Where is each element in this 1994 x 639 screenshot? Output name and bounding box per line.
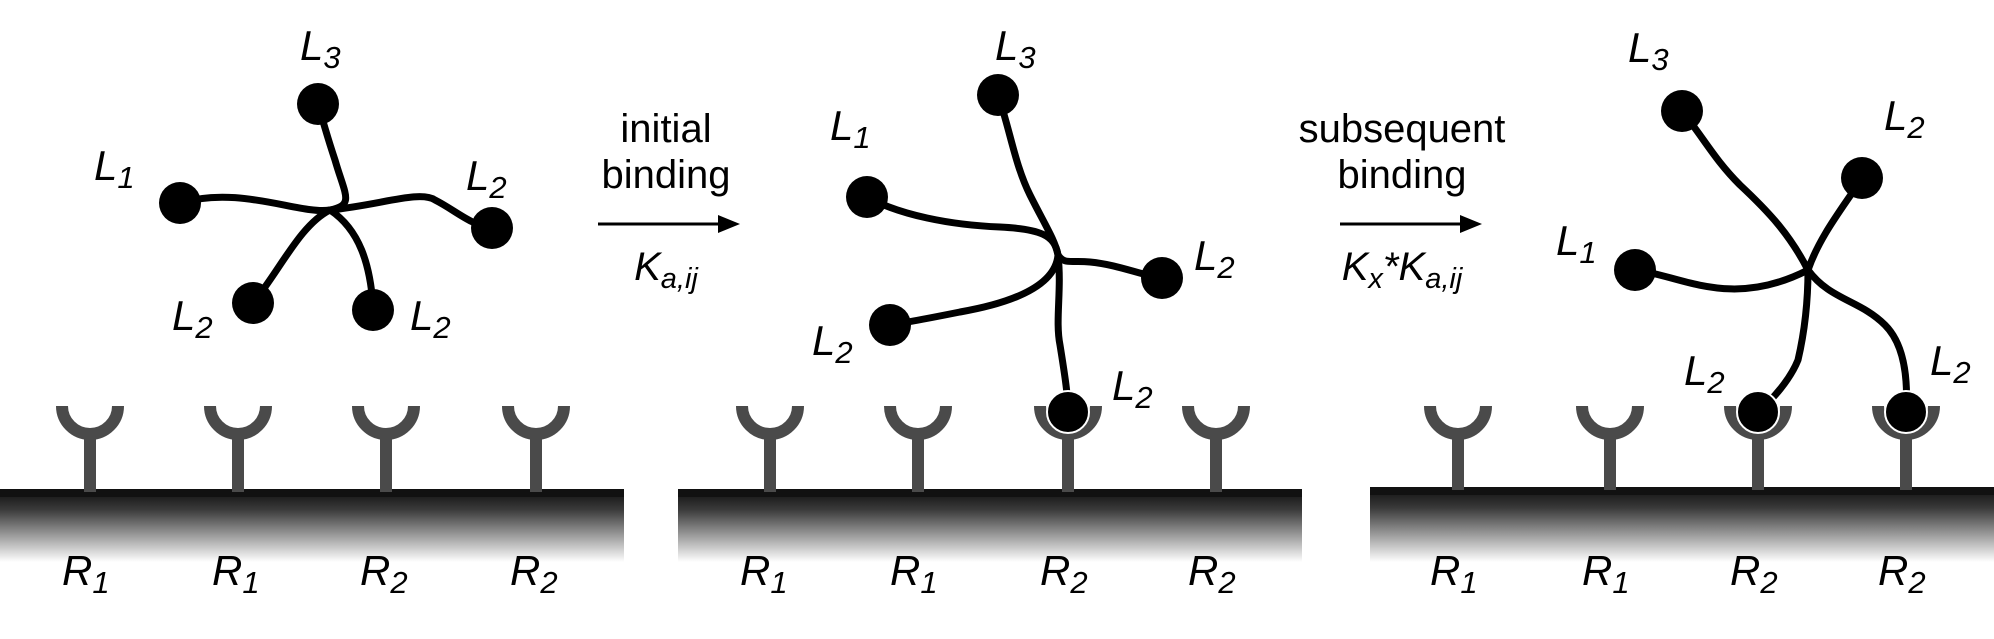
label-L2: L2 bbox=[812, 317, 853, 370]
panel-double-bound: L3 L2 L1 L2 L2 R1 R1 R2 R2 bbox=[1370, 24, 1994, 600]
ligand-bead-L1 bbox=[846, 176, 888, 218]
ligand-bead-L2a bbox=[1841, 157, 1883, 199]
label-L2: L2 bbox=[172, 292, 213, 345]
ligand-bead-L3 bbox=[1661, 90, 1703, 132]
label-R1: R1 bbox=[212, 547, 260, 600]
label-L3: L3 bbox=[1628, 24, 1669, 77]
step1-arrowhead bbox=[718, 215, 740, 233]
receptor-3-1 bbox=[1424, 405, 1492, 490]
ligand-bead-L2-bound bbox=[1736, 390, 1780, 434]
label-R2: R2 bbox=[510, 547, 558, 600]
step2-line1: subsequent bbox=[1299, 107, 1506, 151]
surface-3 bbox=[1370, 490, 1994, 562]
panel-single-bound: L3 L1 L2 L2 L2 R1 R1 R2 R2 bbox=[678, 22, 1302, 600]
label-R2: R2 bbox=[1188, 547, 1236, 600]
step1-line2: binding bbox=[601, 153, 730, 197]
ligand-bead-L2c bbox=[352, 289, 394, 331]
label-R2: R2 bbox=[1040, 547, 1088, 600]
surface-1-edge bbox=[0, 489, 624, 497]
ligand-bead-L3 bbox=[977, 74, 1019, 116]
surface-1 bbox=[0, 492, 624, 562]
label-L1: L1 bbox=[1556, 217, 1597, 270]
label-L3: L3 bbox=[300, 22, 341, 75]
label-R2: R2 bbox=[1878, 547, 1926, 600]
ligand-bead-L2a bbox=[471, 207, 513, 249]
label-R1: R1 bbox=[62, 547, 110, 600]
ligand-bead-L3 bbox=[297, 83, 339, 125]
ligand-star-2 bbox=[846, 74, 1183, 434]
receptor-2-4 bbox=[1182, 405, 1250, 492]
label-L1: L1 bbox=[830, 102, 871, 155]
ligand-bead-L2-bound bbox=[1046, 390, 1090, 434]
label-L1: L1 bbox=[94, 142, 135, 195]
label-R1: R1 bbox=[1582, 547, 1630, 600]
label-R1: R1 bbox=[890, 547, 938, 600]
step-subsequent-binding: subsequent binding Kx*Ka,ij bbox=[1299, 107, 1506, 295]
label-L2: L2 bbox=[1194, 232, 1235, 285]
label-L2: L2 bbox=[1112, 362, 1153, 415]
receptor-1-1 bbox=[56, 405, 124, 492]
step2-constant: Kx*Ka,ij bbox=[1342, 245, 1464, 295]
step2-line2: binding bbox=[1337, 153, 1466, 197]
surface-2-edge bbox=[678, 489, 1302, 497]
label-R1: R1 bbox=[1430, 547, 1478, 600]
label-L2: L2 bbox=[466, 152, 507, 205]
panel-unbound: L3 L1 L2 L2 L2 R1 R1 R2 R2 bbox=[0, 22, 624, 600]
ligand-bead-L1 bbox=[1614, 249, 1656, 291]
label-R1: R1 bbox=[740, 547, 788, 600]
ligand-bead-L2b bbox=[869, 304, 911, 346]
label-L2: L2 bbox=[1684, 347, 1725, 400]
step2-arrowhead bbox=[1460, 215, 1482, 233]
label-R2: R2 bbox=[1730, 547, 1778, 600]
step-initial-binding: initial binding Ka,ij bbox=[598, 107, 740, 295]
ligand-bead-L2a bbox=[1141, 257, 1183, 299]
step1-line1: initial bbox=[620, 107, 711, 151]
label-L2: L2 bbox=[1930, 337, 1971, 390]
receptor-2-1 bbox=[736, 405, 804, 492]
label-R2: R2 bbox=[360, 547, 408, 600]
ligand-bead-L1 bbox=[159, 182, 201, 224]
label-L2: L2 bbox=[1884, 92, 1925, 145]
surface-3-edge bbox=[1370, 487, 1994, 495]
receptor-1-4 bbox=[502, 405, 570, 492]
receptor-1-3 bbox=[352, 405, 420, 492]
ligand-bead-L2b bbox=[232, 282, 274, 324]
ligand-star-1 bbox=[159, 83, 513, 331]
receptor-1-2 bbox=[204, 405, 272, 492]
ligand-star-3 bbox=[1614, 90, 1928, 434]
label-L3: L3 bbox=[995, 22, 1036, 75]
label-L2: L2 bbox=[410, 292, 451, 345]
receptor-3-2 bbox=[1576, 405, 1644, 490]
ligand-bead-L2-bound bbox=[1884, 390, 1928, 434]
receptor-2-2 bbox=[884, 405, 952, 492]
step1-constant: Ka,ij bbox=[634, 245, 699, 295]
surface-2 bbox=[678, 492, 1302, 562]
